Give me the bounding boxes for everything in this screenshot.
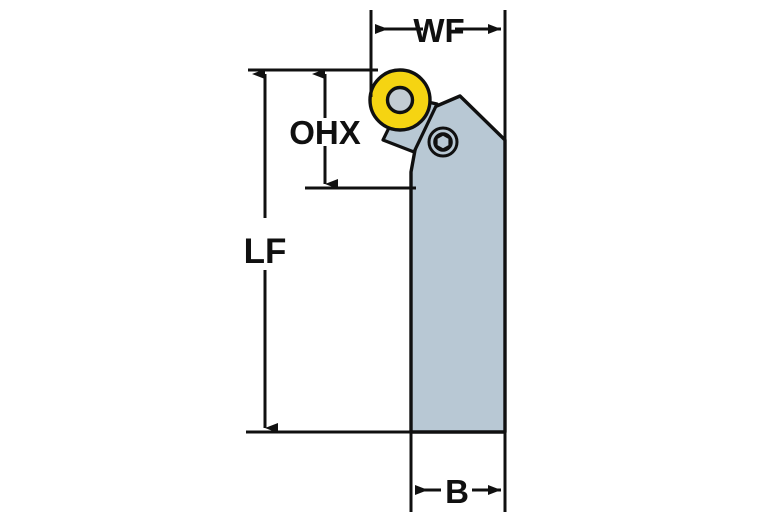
dimension-label-wf: WF: [413, 12, 464, 49]
dimension-LF: LF: [244, 69, 416, 434]
tool-holder-shank: [409, 94, 507, 434]
dimension-OHX: OHX: [248, 68, 416, 190]
dimension-label-b: B: [445, 473, 469, 510]
dimension-WF: WF: [369, 10, 507, 142]
dimension-label-ohx: OHX: [289, 114, 361, 151]
dimension-label-lf: LF: [244, 232, 287, 271]
screw-hex-socket: [435, 133, 451, 151]
insert-center-hole: [385, 85, 415, 115]
insert-clamp-screw: [427, 126, 459, 158]
round-carbide-insert: [368, 68, 432, 132]
dimension-B: B: [409, 432, 507, 512]
